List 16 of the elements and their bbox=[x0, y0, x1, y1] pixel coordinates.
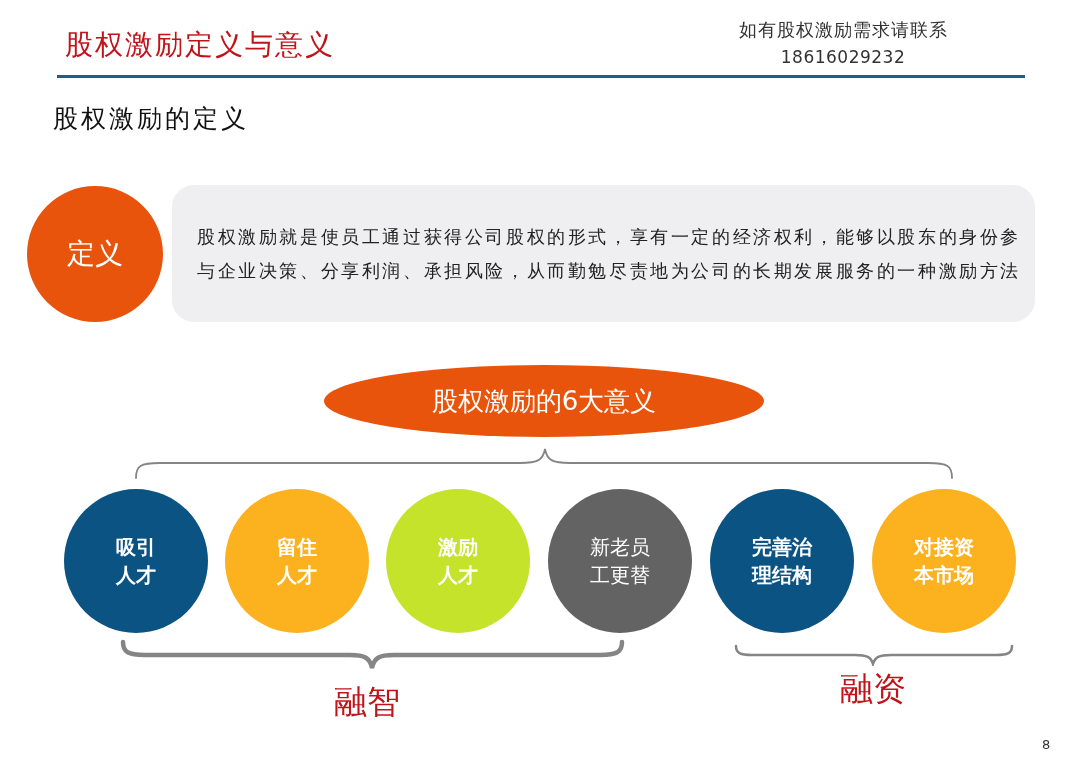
page-number: 8 bbox=[1042, 736, 1051, 753]
definition-text: 股权激励就是使员工通过获得公司股权的形式，享有一定的经济权利，能够以股东的身份参与企业决策、分享利润、承担风险，从而勤勉尽责地为公司的长期发展服务的一种激励方法 bbox=[197, 224, 1022, 283]
circle-label: 吸引人才 bbox=[115, 534, 157, 589]
circle-label: 定义 bbox=[67, 236, 123, 272]
circle-label: 对接资本市场 bbox=[913, 534, 975, 589]
section-heading: 股权激励的定义 bbox=[53, 104, 249, 134]
circle-label: 完善治理结构 bbox=[751, 534, 813, 589]
circle-label: 留住人才 bbox=[276, 534, 318, 589]
circle-label: 新老员工更替 bbox=[589, 534, 651, 589]
group-label: 融资 bbox=[840, 668, 906, 710]
circle-label: 激励人才 bbox=[437, 534, 479, 589]
ellipse-label: 股权激励的6大意义 bbox=[431, 385, 657, 418]
contact-note: 如有股权激励需求请联系 bbox=[738, 18, 948, 41]
slide-title: 股权激励定义与意义 bbox=[65, 28, 335, 62]
phone-number: 18616029232 bbox=[780, 46, 906, 68]
group-label: 融智 bbox=[334, 681, 400, 723]
